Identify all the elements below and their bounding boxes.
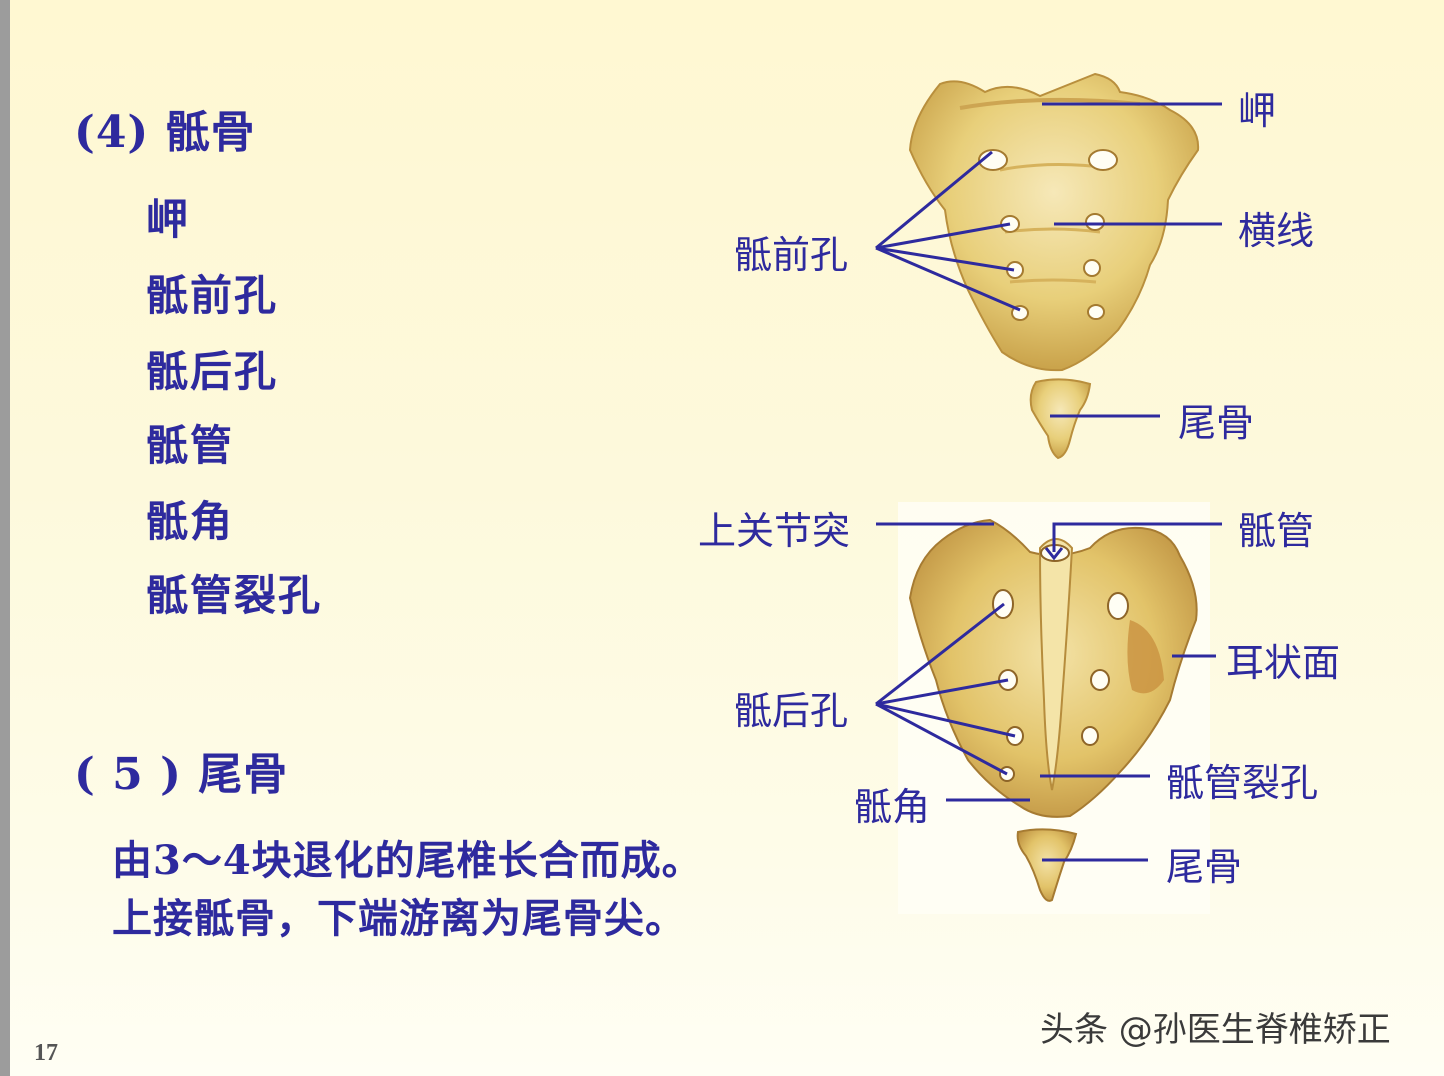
label-sacral-cornu: 骶角: [854, 785, 931, 829]
term-anterior-foramina: 骶前孔: [146, 271, 279, 320]
page-number: 17: [34, 1040, 58, 1066]
label-promontory: 岬: [1238, 89, 1277, 133]
left-margin-bar: [0, 0, 10, 1076]
anterior-leader-lines: [875, 102, 1222, 418]
coccyx-description-line-2: 上接骶骨，下端游离为尾骨尖。: [112, 895, 686, 942]
coccyx-description-line-1: 由3～4块退化的尾椎长合而成。: [112, 837, 703, 884]
term-sacral-canal: 骶管: [146, 421, 235, 470]
coccyx-heading: ( 5 ) 尾骨: [74, 749, 289, 800]
posterior-leader-lines: [875, 522, 1222, 862]
posterior-coccyx-image: [1016, 828, 1078, 902]
label-anterior-foramina: 骶前孔: [734, 233, 849, 277]
watermark: 头条 @孙医生脊椎矫正: [1040, 1010, 1391, 1050]
anterior-coccyx-image: [1029, 378, 1092, 460]
label-auricular-surface: 耳状面: [1226, 641, 1341, 685]
label-superior-articular-process: 上关节突: [698, 509, 851, 553]
label-anterior-coccyx: 尾骨: [1178, 401, 1255, 445]
label-posterior-foramina: 骶后孔: [734, 689, 849, 733]
anterior-sacrum-image: [908, 72, 1200, 372]
term-sacral-cornu: 骶角: [146, 497, 235, 546]
term-promontory: 岬: [146, 195, 191, 244]
sacrum-heading: (4) 骶骨: [74, 107, 256, 158]
term-sacral-hiatus: 骶管裂孔: [146, 571, 323, 620]
label-sacral-hiatus: 骶管裂孔: [1166, 761, 1319, 805]
label-sacral-canal: 骶管: [1238, 509, 1315, 553]
term-posterior-foramina: 骶后孔: [146, 347, 279, 396]
posterior-sacrum-image: [898, 502, 1210, 914]
label-posterior-coccyx: 尾骨: [1166, 845, 1243, 889]
label-transverse-lines: 横线: [1238, 209, 1315, 253]
